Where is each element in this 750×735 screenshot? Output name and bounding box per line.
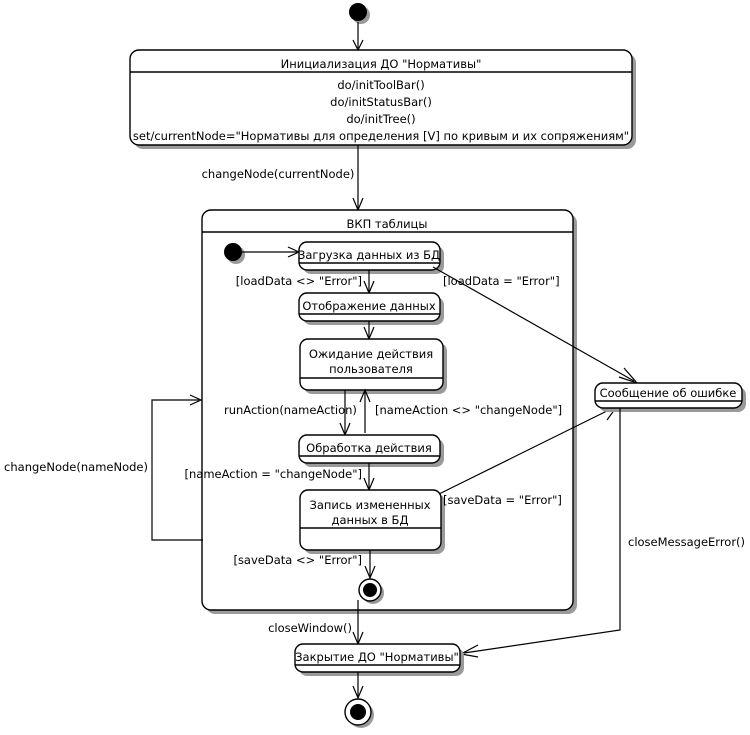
transition-name-action-change-label: [nameAction = "changeNode"]: [185, 467, 362, 481]
state-initialization-title: Инициализация ДО "Нормативы": [281, 57, 482, 71]
state-initialization-action-0: do/initToolBar(): [337, 78, 424, 92]
state-load-data[interactable]: Загрузка данных из БД: [298, 241, 444, 274]
final-node-outer: [344, 698, 374, 728]
transition-load-error: [loadData = "Error"]: [432, 266, 639, 385]
final-node-inner: [358, 578, 384, 604]
transition-change-node-name: changeNode(nameNode): [4, 394, 203, 541]
state-initialization-action-1: do/initStatusBar(): [330, 95, 432, 109]
transition-change-node-current: changeNode(currentNode): [202, 145, 364, 212]
state-close-document-title: Закрытие ДО "Нормативы": [295, 650, 459, 664]
state-process-action[interactable]: Обработка действия: [298, 434, 444, 467]
state-show-data-title: Отображение данных: [302, 299, 436, 313]
transition-close-window: closeWindow(): [268, 600, 364, 646]
state-error-message[interactable]: Сообщение об ошибке: [594, 382, 746, 412]
transition-change-node-current-label: changeNode(currentNode): [202, 167, 355, 181]
transition-name-action-other: [nameAction <> "changeNode"]: [359, 388, 562, 433]
transition-close-message-error-label: closeMessageError(): [628, 535, 745, 549]
state-load-data-title: Загрузка данных из БД: [298, 248, 440, 262]
state-error-message-title: Сообщение об ошибке: [600, 386, 737, 400]
transition-run-action-label: runAction(nameAction): [224, 403, 357, 417]
state-initialization-action-3: set/currentNode="Нормативы для определен…: [133, 129, 629, 143]
transition-start-to-init: [352, 22, 364, 52]
initial-node-start: [349, 3, 370, 24]
transition-load-ok-label: [loadData <> "Error"]: [236, 274, 362, 288]
state-save-data-title-line1: Запись измененных: [309, 498, 430, 512]
transition-load-error-label: [loadData = "Error"]: [443, 274, 560, 288]
composite-state-title: ВКП таблицы: [347, 217, 428, 231]
state-show-data[interactable]: Отображение данных: [298, 292, 444, 325]
state-close-document[interactable]: Закрытие ДО "Нормативы": [294, 643, 464, 676]
state-save-data[interactable]: Запись измененных данных в БД: [299, 489, 445, 554]
state-wait-user-action-title-line1: Ожидание действия: [309, 347, 433, 361]
initial-node-inner-start: [224, 243, 245, 264]
transition-save-error-label: [saveData = "Error"]: [443, 493, 562, 507]
state-process-action-title: Обработка действия: [306, 441, 432, 455]
state-wait-user-action[interactable]: Ожидание действия пользователя: [299, 338, 447, 394]
transition-close-message-error: closeMessageError(): [459, 408, 745, 658]
transition-close-to-final: [352, 672, 364, 700]
transition-change-node-name-label: changeNode(nameNode): [4, 460, 148, 474]
state-initialization-action-2: do/initTree(): [346, 112, 415, 126]
state-save-data-title-line2: данных в БД: [332, 513, 409, 527]
state-initialization[interactable]: Инициализация ДО "Нормативы" do/initTool…: [129, 49, 636, 149]
transition-name-action-change: [nameAction = "changeNode"]: [185, 463, 375, 492]
transition-name-action-other-label: [nameAction <> "changeNode"]: [375, 403, 562, 417]
state-wait-user-action-title-line2: пользователя: [329, 362, 413, 376]
transition-close-window-label: closeWindow(): [268, 621, 352, 635]
transition-save-ok-label: [saveData <> "Error"]: [233, 553, 362, 567]
transition-save-ok: [saveData <> "Error"]: [233, 550, 376, 580]
